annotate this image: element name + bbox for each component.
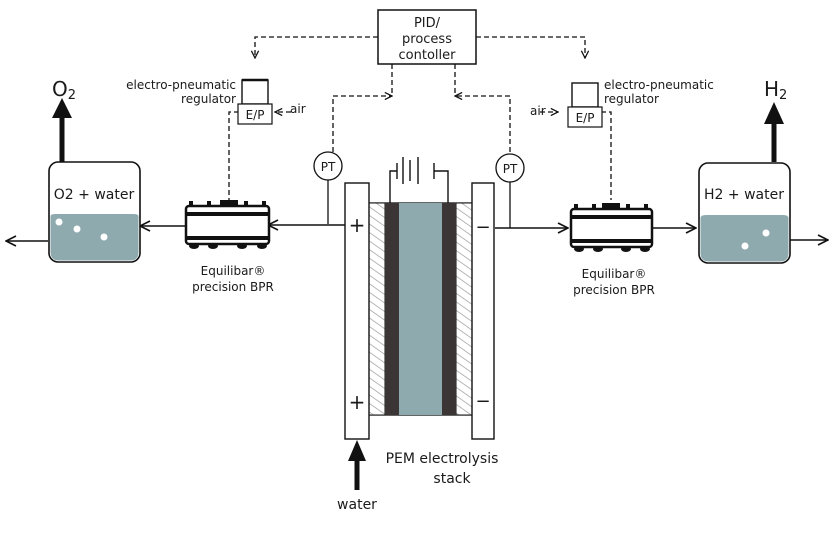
right-air-label: air (530, 104, 546, 118)
battery-icon (389, 157, 449, 203)
left-pt-label: PT (321, 160, 336, 174)
stack-label-1: PEM electrolysis (386, 451, 499, 467)
pem-electrolysis-stack: + + − − PEM electrolysis stack (344, 157, 499, 487)
pid-controller: PID/ process contoller (377, 9, 477, 65)
left-regulator-label-1: electro-pneumatic (126, 78, 236, 92)
cathode-sign-bottom: − (475, 391, 490, 412)
ep-to-left-bpr (228, 111, 239, 200)
right-pressure-transmitter: PT (495, 153, 525, 228)
membrane (399, 203, 442, 415)
h2-tank-water-level (700, 215, 789, 262)
water-inlet-arrow: water (337, 440, 377, 513)
right-pt-label: PT (503, 162, 518, 176)
o2-water-tank: O2 + water (48, 161, 141, 263)
signal-from-right-pt (455, 96, 511, 152)
controller-line3: contoller (399, 48, 457, 63)
right-bpr-label-2: precision BPR (573, 283, 655, 297)
left-regulator-label-2: regulator (181, 92, 236, 106)
cathode-sign-top: − (475, 217, 490, 238)
h2-label: H2 (764, 77, 787, 103)
right-regulator-label-1: electro-pneumatic (604, 78, 714, 92)
left-electro-pneumatic-regulator: E/P electro-pneumatic regulator air (126, 78, 306, 125)
ep-to-right-bpr (601, 111, 612, 200)
o2-outlet-arrow: O2 (52, 77, 76, 162)
bubble (73, 225, 81, 233)
h2-outlet-arrow: H2 (764, 77, 787, 162)
anode-end-plate (344, 182, 370, 440)
right-electro-pneumatic-regulator: E/P electro-pneumatic regulator air (530, 78, 714, 128)
right-regulator-label-2: regulator (604, 92, 659, 106)
right-bpr-label-1: Equilibar® (582, 267, 647, 281)
process-lines (6, 225, 828, 241)
left-air-label: air (290, 102, 306, 116)
right-equilibar-bpr: Equilibar® precision BPR (569, 203, 655, 297)
cathode-electrode (442, 203, 456, 415)
controller-line2: process (402, 32, 452, 47)
anode-sign-bottom: + (349, 390, 366, 414)
h2-tank-label: H2 + water (704, 187, 784, 203)
o2-label: O2 (52, 77, 76, 103)
water-label: water (337, 497, 377, 513)
signal-to-left-regulator (255, 36, 378, 58)
signal-from-left-pt (332, 96, 392, 152)
left-bpr-label-2: precision BPR (192, 280, 274, 294)
anode-sign-top: + (349, 213, 366, 237)
left-ep-label: E/P (246, 108, 265, 122)
bubble (741, 242, 749, 250)
o2-tank-label: O2 + water (54, 187, 135, 203)
stack-label-2: stack (433, 471, 471, 487)
signal-to-right-regulator (476, 36, 585, 58)
controller-line1: PID/ (414, 16, 441, 31)
bubble (762, 229, 770, 237)
anode-electrode (385, 203, 399, 415)
bubble (100, 233, 108, 241)
h2-water-tank: H2 + water (698, 162, 791, 264)
left-pressure-transmitter: PT (313, 151, 343, 224)
signal-lines (228, 36, 612, 200)
o2-tank-water-level (50, 214, 139, 261)
bubble (55, 218, 63, 226)
cathode-end-plate (471, 182, 495, 440)
right-ep-label: E/P (576, 111, 595, 125)
left-equilibar-bpr: Equilibar® precision BPR (184, 200, 274, 294)
left-bpr-label-1: Equilibar® (201, 264, 266, 278)
